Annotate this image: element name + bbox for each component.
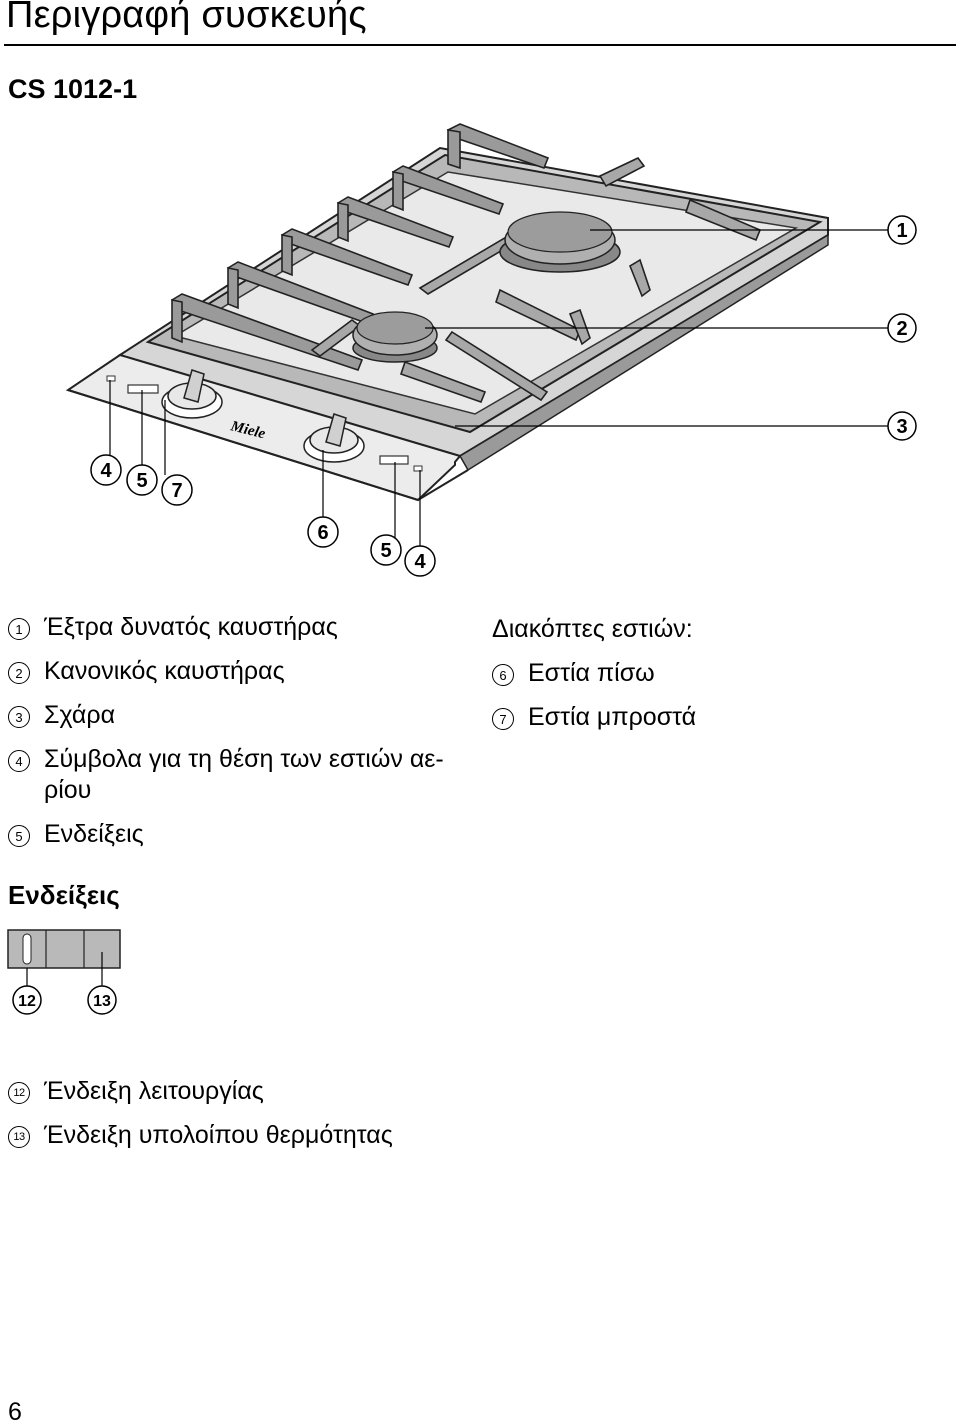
legend-text: Ένδειξη λειτουργίας xyxy=(44,1077,264,1105)
small-burner xyxy=(352,311,438,363)
page-title: Περιγραφή συσκευής xyxy=(6,0,367,36)
legend-left: 1 Έξτρα δυνατός καυστήρας 2 Κανονικός κα… xyxy=(8,612,478,863)
legend-text: Έξτρα δυνατός καυστήρας xyxy=(44,613,338,641)
svg-text:13: 13 xyxy=(93,993,111,1010)
indicators-heading: Ενδείξεις xyxy=(8,880,120,910)
callout-1: 1 xyxy=(887,215,917,245)
legend-text: Ένδειξη υπολοίπου θερμότητας xyxy=(44,1121,393,1149)
legend-text: Εστία μπροστά xyxy=(528,703,697,731)
legend-item: 7 Εστία μπροστά xyxy=(492,702,952,733)
display-window-front xyxy=(127,384,159,394)
legend-text: Εστία πίσω xyxy=(528,659,655,687)
legend-item: 2 Κανονικός καυστήρας xyxy=(8,656,478,687)
cooktop-illustration: Miele xyxy=(65,123,888,547)
legend-number: 12 xyxy=(8,1082,30,1104)
legend-number: 2 xyxy=(8,662,30,684)
position-symbol-back xyxy=(413,465,423,472)
front-burner-knob xyxy=(161,369,223,419)
callout-4-left: 4 xyxy=(90,454,122,486)
svg-text:5: 5 xyxy=(380,540,391,562)
svg-text:2: 2 xyxy=(896,318,907,340)
legend-text: Ενδείξεις xyxy=(44,820,144,848)
callout-5-left: 5 xyxy=(126,464,158,496)
legend-item: 4 Σύμβολα για τη θέση των εστιών αε-ρίου xyxy=(8,744,478,806)
legend-item: 13 Ένδειξη υπολοίπου θερμότητας xyxy=(8,1120,608,1151)
back-burner-knob xyxy=(303,413,365,463)
operation-indicator-light xyxy=(22,933,32,965)
legend-number: 5 xyxy=(8,825,30,847)
model-number: CS 1012-1 xyxy=(8,74,138,104)
callout-6: 6 xyxy=(307,516,339,548)
svg-text:3: 3 xyxy=(896,416,907,438)
display-window-back xyxy=(379,455,409,465)
legend-number: 13 xyxy=(8,1126,30,1148)
svg-text:4: 4 xyxy=(100,460,112,482)
legend-number: 4 xyxy=(8,750,30,772)
cooktop-diagram: Miele 1 2 3 4 5 7 xyxy=(65,123,917,577)
indicators-legend: 12 Ένδειξη λειτουργίας 13 Ένδειξη υπολοί… xyxy=(8,1076,608,1164)
indicator-display-diagram: 12 13 xyxy=(7,929,121,1015)
callout-3: 3 xyxy=(887,411,917,441)
callout-12: 12 xyxy=(12,985,42,1015)
callout-4-right: 4 xyxy=(404,545,436,577)
svg-text:6: 6 xyxy=(317,522,328,544)
callout-5-right: 5 xyxy=(370,534,402,566)
callout-2: 2 xyxy=(887,313,917,343)
legend-number: 6 xyxy=(492,664,514,686)
legend-item: 1 Έξτρα δυνατός καυστήρας xyxy=(8,612,478,643)
title-rule xyxy=(4,44,956,46)
callout-7: 7 xyxy=(161,474,193,506)
legend-text: Σχάρα xyxy=(44,701,116,729)
legend-number: 3 xyxy=(8,706,30,728)
legend-item: 6 Εστία πίσω xyxy=(492,658,952,689)
burner-switches-heading: Διακόπτες εστιών: xyxy=(492,615,693,643)
legend-number: 1 xyxy=(8,618,30,640)
page-number: 6 xyxy=(8,1398,22,1426)
position-symbol-front xyxy=(106,375,116,382)
svg-text:4: 4 xyxy=(414,551,426,573)
svg-text:5: 5 xyxy=(136,470,147,492)
legend-text: Κανονικός καυστήρας xyxy=(44,657,285,685)
svg-text:12: 12 xyxy=(18,993,36,1010)
legend-item: 12 Ένδειξη λειτουργίας xyxy=(8,1076,608,1107)
legend-item: 3 Σχάρα xyxy=(8,700,478,731)
callout-13: 13 xyxy=(87,985,117,1015)
legend-right: Διακόπτες εστιών: 6 Εστία πίσω 7 Εστία μ… xyxy=(492,615,952,746)
svg-text:1: 1 xyxy=(896,220,907,242)
svg-text:7: 7 xyxy=(171,480,182,502)
legend-item: 5 Ενδείξεις xyxy=(8,819,478,850)
legend-number: 7 xyxy=(492,708,514,730)
legend-text: Σύμβολα για τη θέση των εστιών αε-ρίου xyxy=(44,745,444,804)
large-burner xyxy=(499,211,621,273)
